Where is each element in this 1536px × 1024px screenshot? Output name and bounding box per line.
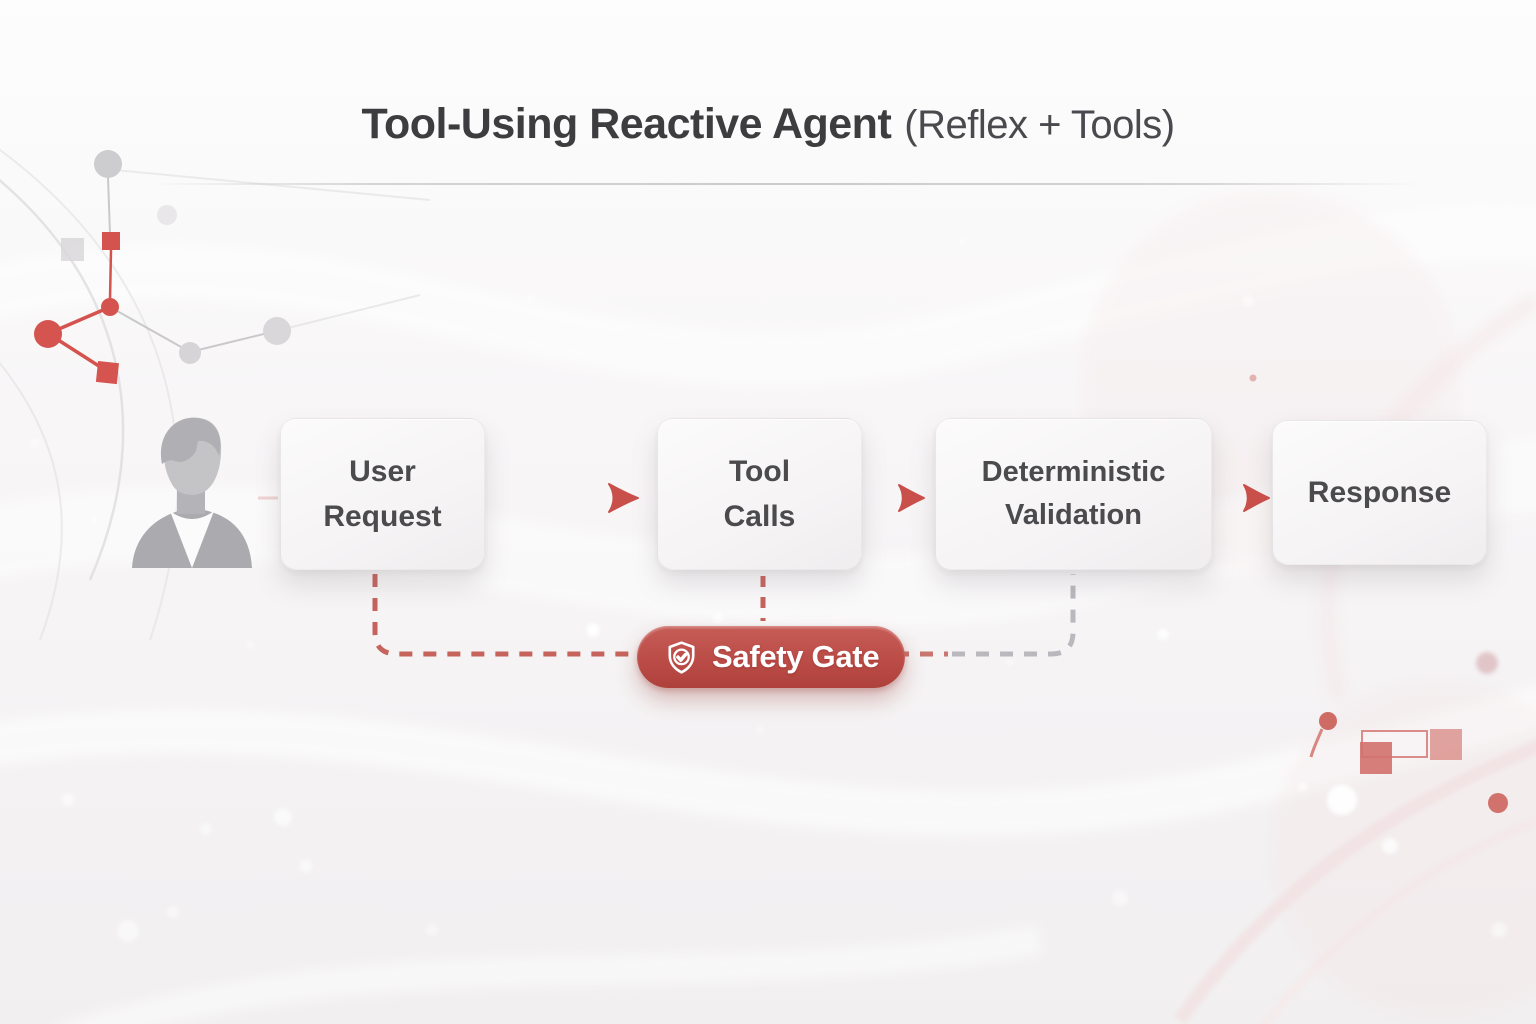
arrow-user-request-to-tool-calls xyxy=(490,483,639,513)
node-response: Response xyxy=(1272,420,1487,565)
title-main: Tool-Using Reactive Agent xyxy=(361,100,892,148)
title-suffix: (Reflex + Tools) xyxy=(904,103,1175,147)
shield-check-icon xyxy=(668,640,695,674)
arrow-deterministic-validation-to-response xyxy=(1222,484,1270,512)
red-squares-decoration xyxy=(1249,374,1508,813)
diagram-title: Tool-Using Reactive Agent (Reflex + Tools… xyxy=(0,100,1536,149)
safety-gate-badge: Safety Gate xyxy=(637,626,906,688)
arrow-tool-calls-to-deterministic-validation xyxy=(874,484,925,512)
dashed-connector-deterministic-validation-to-safety-gate xyxy=(952,574,1076,657)
dashed-connector-user-request-to-safety-gate xyxy=(372,574,630,657)
network-graphic xyxy=(34,150,431,385)
safety-gate-label: Safety Gate xyxy=(712,639,880,674)
title-divider xyxy=(150,183,1420,185)
user-avatar-icon xyxy=(132,417,252,568)
